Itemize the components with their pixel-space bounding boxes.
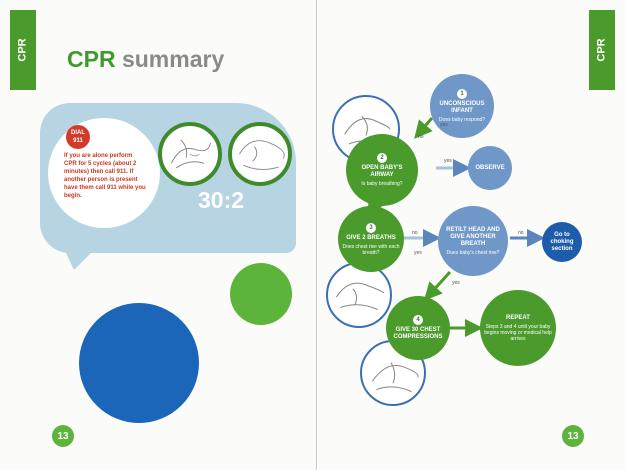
step-1-number: 1 [457, 89, 467, 99]
label-yes: yes [452, 280, 460, 286]
node-title: GIVE 2 BREATHS [346, 234, 396, 241]
node-subtitle: Does baby's chest rise? [446, 249, 500, 256]
breaths-photo [326, 262, 392, 328]
node-subtitle: Does baby respond? [438, 117, 486, 123]
page-number-right: 13 [562, 425, 584, 447]
decorative-green-circle [230, 263, 292, 325]
node-title: REPEAT [506, 314, 530, 321]
label-no: no [518, 230, 524, 236]
node-choking-section: Go to choking section [542, 222, 582, 262]
label-no: no [418, 134, 424, 140]
label-no: no [412, 230, 418, 236]
node-title: Go to choking section [550, 231, 574, 252]
step-3-number: 3 [366, 222, 376, 233]
node-title: UNCONSCIOUS INFANT [439, 101, 485, 114]
arrow-retilt-to-compressions [423, 270, 452, 301]
title-highlight: CPR [67, 46, 116, 72]
speech-bubble-tail [60, 240, 104, 270]
arrow-unconscious-to-airway [414, 117, 434, 139]
compression-ratio: 30:2 [198, 187, 245, 213]
node-subtitle: Is baby breathing? [361, 181, 403, 187]
node-unconscious-infant: 1 UNCONSCIOUS INFANT Does baby respond? [430, 74, 494, 138]
dial-badge: DIAL 911 [66, 125, 90, 149]
section-tab-right: CPR [589, 10, 615, 90]
node-subtitle: Steps 3 and 4 until your baby begins mov… [484, 323, 552, 342]
step-2-number: 2 [377, 153, 387, 163]
node-repeat: REPEAT Steps 3 and 4 until your baby beg… [480, 290, 556, 366]
section-tab: CPR [10, 10, 36, 90]
node-open-airway: 2 OPEN BABY'S AIRWAY Is baby breathing? [346, 134, 418, 206]
node-retilt-head: RETILT HEAD AND GIVE ANOTHER BREATH Does… [438, 206, 508, 276]
label-yes: yes [440, 122, 448, 128]
page-title: CPR summary [67, 46, 224, 73]
left-page: CPR CPR summary DIAL 911 If you are alon… [10, 0, 317, 470]
decorative-blue-circle [79, 303, 199, 423]
node-observe: OBSERVE [468, 146, 512, 190]
hand-position-photo [158, 122, 222, 186]
page-number-left: 13 [52, 425, 74, 447]
node-title: GIVE 30 CHEST COMPRESSIONS [393, 327, 443, 340]
step-4-number: 4 [413, 315, 423, 325]
node-title: OBSERVE [475, 164, 505, 171]
label-yes: yes [414, 250, 422, 256]
info-text: If you are alone perform CPR for 5 cycle… [64, 153, 146, 199]
node-title: RETILT HEAD AND GIVE ANOTHER BREATH [446, 226, 500, 247]
node-give-breaths: 3 GIVE 2 BREATHS Does chest rise with ea… [338, 206, 404, 272]
node-title: OPEN BABY'S AIRWAY [361, 165, 403, 178]
node-subtitle: Does chest rise with each breath? [342, 243, 400, 256]
breathing-photo [228, 122, 292, 186]
label-yes: yes [444, 158, 452, 164]
node-chest-compressions: 4 GIVE 30 CHEST COMPRESSIONS [386, 296, 450, 360]
title-rest: summary [121, 46, 225, 72]
